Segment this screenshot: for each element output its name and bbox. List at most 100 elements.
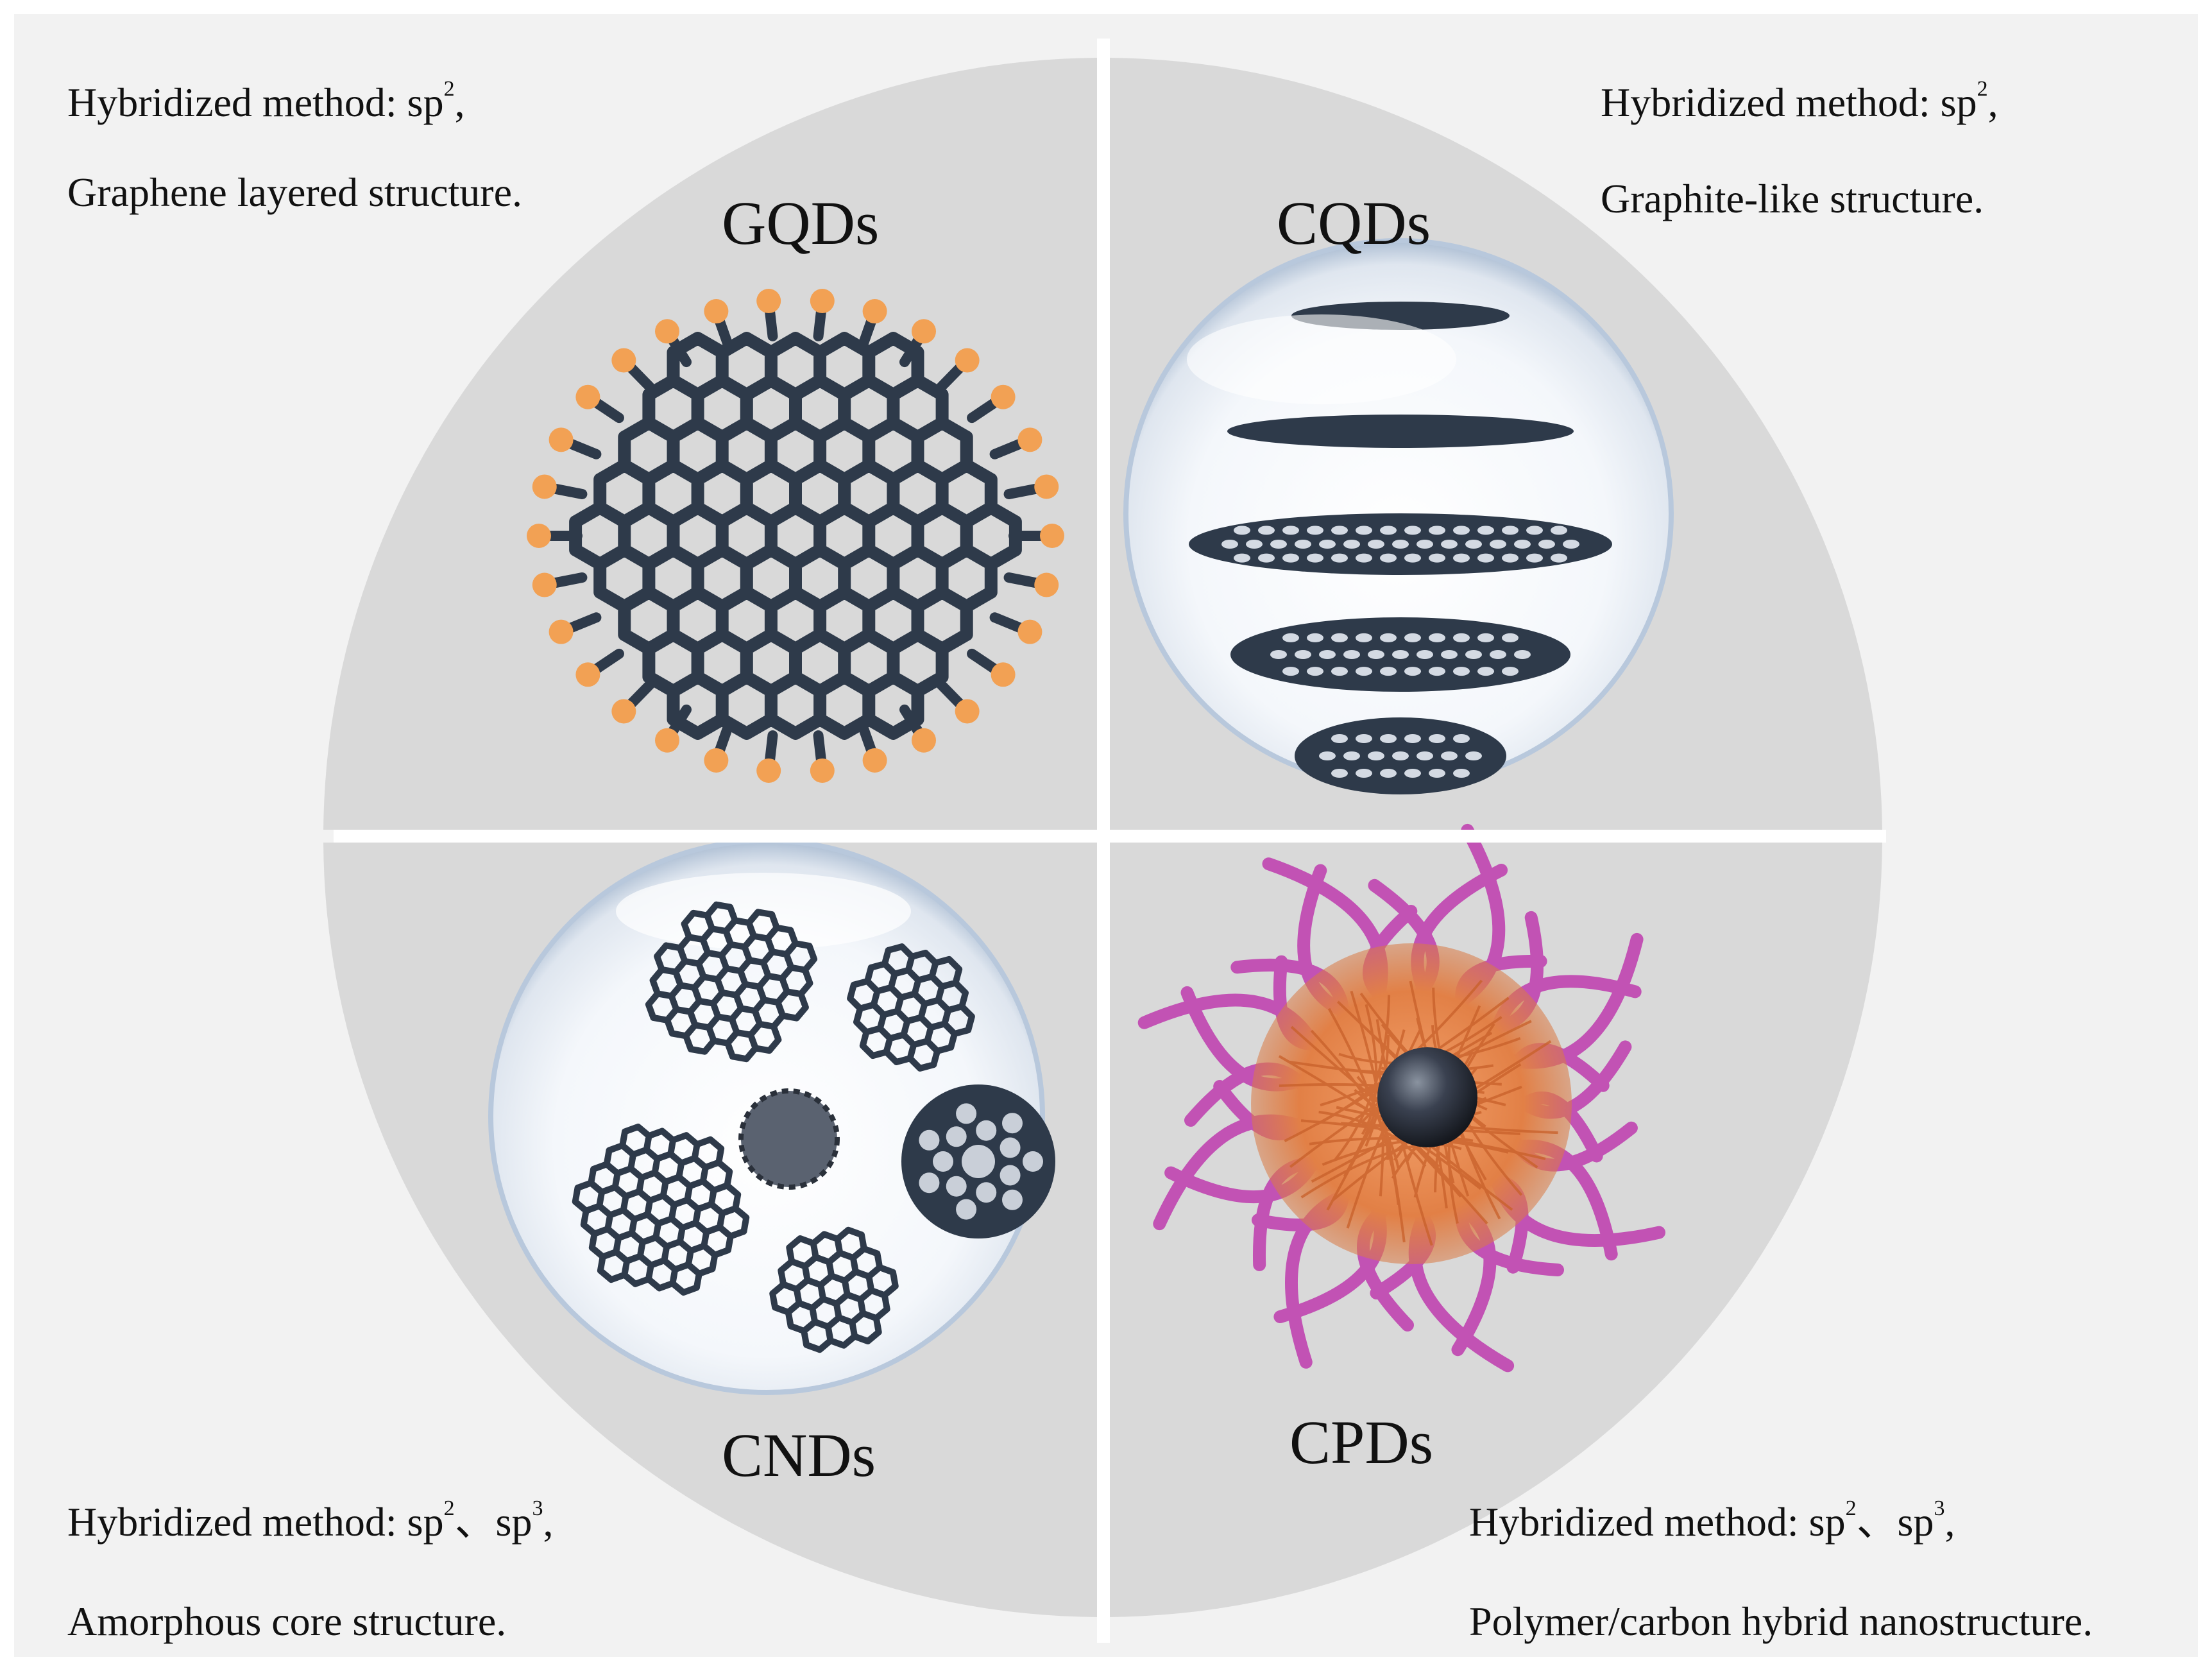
cqds-layer-pore [1282, 553, 1299, 563]
cnds-graphene-flake [847, 943, 975, 1072]
cpds-method-caption: Hybridized method: sp2、sp3, [1469, 1498, 1955, 1545]
cqds-layer-pore [1258, 553, 1275, 563]
cqds-layer-pore [1477, 633, 1494, 642]
gqds-edge-atom [912, 319, 936, 344]
cqds-layer-pore [1514, 650, 1531, 659]
cqds-layer-pore [1307, 553, 1323, 563]
gqds-title: GQDs [722, 189, 880, 257]
cnds-fullerene-pore [946, 1176, 967, 1197]
cqds-layer-pore [1417, 650, 1433, 659]
cqds-layer-pore [1246, 540, 1263, 549]
cnds-fullerene-pore [919, 1172, 940, 1194]
cqds-layer-pore [1404, 526, 1421, 535]
cqds-layer-pore [1392, 751, 1409, 760]
gqds-edge-atom [1017, 427, 1042, 452]
cnds-small-fullerene-shell [738, 1088, 840, 1190]
cnds-fullerene-pore [933, 1151, 953, 1172]
cqds-layer-pore [1234, 553, 1250, 563]
cqds-layer-pore [1404, 769, 1421, 778]
cpds-structure-caption: Polymer/carbon hybrid nanostructure. [1469, 1598, 2093, 1644]
gqds-graphene-lattice [527, 289, 1064, 783]
gqds-method-caption: Hybridized method: sp2, [67, 78, 465, 123]
cnds-graphene-flake [572, 1123, 750, 1296]
cnds-structure-caption: Amorphous core structure. [67, 1598, 507, 1644]
cqds-layer-pore [1453, 633, 1470, 642]
cnds-fullerene-pore [1000, 1137, 1021, 1158]
cqds-graphite-layers [1189, 302, 1612, 794]
cqds-layer-pore [1392, 540, 1409, 549]
cnds-fullerene-pore [919, 1129, 940, 1151]
gqds-edge-atom [655, 319, 679, 344]
cnds-graphene-flake-bonds [847, 943, 975, 1072]
cqds-layer-pore [1307, 633, 1323, 642]
cqds-layer-pore [1380, 526, 1397, 535]
cqds-layer-pore [1319, 751, 1336, 760]
cqds-layer-pore [1331, 769, 1348, 778]
cqds-layer-pore [1490, 650, 1506, 659]
cqds-layer-pore [1563, 540, 1579, 549]
gqds-edge-atom [532, 474, 557, 499]
gqds-edge-atom [704, 748, 729, 773]
cnds-fullerene-pore [1001, 1113, 1023, 1134]
cqds-layer-pore [1526, 553, 1543, 563]
cqds-layer-pore [1404, 667, 1421, 676]
cqds-layer-pore [1295, 540, 1311, 549]
gqds-edge-atom [1017, 619, 1042, 644]
cnds-fullerene-pore [956, 1103, 977, 1124]
cqds-layer-pore [1319, 540, 1336, 549]
cqds-layer-pore [1331, 667, 1348, 676]
cqds-layer-pore [1477, 667, 1494, 676]
cqds-layer-pore [1258, 526, 1275, 535]
cnds-fullerene-pore [962, 1145, 995, 1178]
cqds-layer-pore [1234, 526, 1250, 535]
cqds-layer-pore [1417, 751, 1433, 760]
cpds-title: CPDs [1289, 1408, 1434, 1477]
cqds-layer-pore [1502, 526, 1519, 535]
cqds-layer-pore [1417, 540, 1433, 549]
gqds-edge-atom [955, 699, 980, 724]
cqds-layer-pore [1429, 769, 1445, 778]
cqds-layer-pore [1453, 734, 1470, 743]
gqds-edge-atom [862, 299, 887, 324]
cqds-layer-pore [1514, 540, 1531, 549]
cqds-layer-pore [1319, 650, 1336, 659]
cnds-graphene-flake-bonds [572, 1123, 750, 1296]
cqds-method-prefix: Hybridized method: sp [1601, 80, 1977, 125]
cnds-fullerene-pore [1023, 1151, 1043, 1172]
cqds-layer-pore [1404, 633, 1421, 642]
cqds-layer-pore [1429, 633, 1445, 642]
cqds-layer-pore [1441, 650, 1458, 659]
cnds-method-caption: Hybridized method: sp2、sp3, [67, 1498, 553, 1545]
cqds-layer-pore [1356, 769, 1372, 778]
gqds-edge-atom [527, 524, 551, 548]
cnds-fullerene-pore [976, 1182, 997, 1203]
cnds-fullerene-pore [956, 1199, 977, 1220]
cqds-layer-pore [1453, 769, 1470, 778]
cqds-layer-pore [1502, 553, 1519, 563]
horizontal-divider [334, 830, 1886, 843]
cqds-graphite-layer [1227, 415, 1574, 448]
gqds-edge-atom [575, 662, 600, 687]
gqds-structure-caption: Graphene layered structure. [67, 169, 522, 215]
cnds-bubble-illustration [488, 838, 1055, 1395]
cpds-carbon-core [1377, 1047, 1477, 1147]
cqds-layer-pore [1502, 667, 1519, 676]
cqds-layer-pore [1502, 633, 1519, 642]
cnds-method-sup2: 3 [532, 1496, 543, 1520]
cnds-carbon-fragments [572, 901, 1055, 1353]
cqds-layer-pore [1380, 734, 1397, 743]
gqds-method-sup: 2 [443, 77, 455, 101]
cpds-method-mid: 、sp [1856, 1499, 1934, 1545]
gqds-edge-atom [549, 427, 574, 452]
cqds-layer-pore [1429, 526, 1445, 535]
cqds-layer-pore [1380, 553, 1397, 563]
gqds-edge-atom [549, 619, 574, 644]
gqds-edge-atom [810, 289, 835, 314]
gqds-edge-atom [532, 572, 557, 597]
cpds-method-sup1: 2 [1845, 1496, 1857, 1520]
gqds-edge-atom [810, 758, 835, 783]
gqds-edge-atom [756, 289, 781, 314]
cnds-method-prefix: Hybridized method: sp [67, 1499, 444, 1545]
cnds-fullerene-pore [946, 1126, 967, 1147]
cnds-graphene-flake-bonds [769, 1226, 899, 1353]
